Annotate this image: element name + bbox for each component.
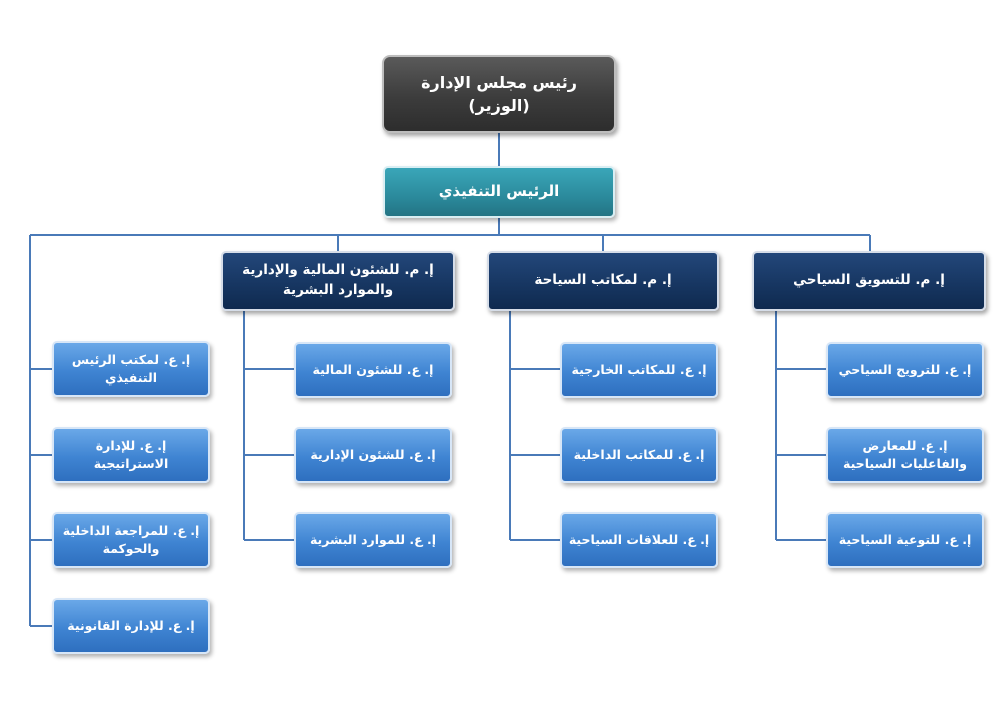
dept-label: إ. ع. للعلاقات السياحية — [568, 531, 710, 547]
dept-label: إ. ع. لمكتب الرئيس التنفيذي — [71, 351, 191, 385]
gm-tourism-marketing: إ. م. للتسويق السياحي — [752, 251, 986, 311]
dept-label: إ. ع. للتوعية السياحية — [838, 531, 972, 547]
board-subtitle: (الوزير) — [468, 96, 530, 115]
gm-label: إ. م. للشئون المالية والإدارية والموارد … — [242, 262, 434, 298]
dept-label: إ. ع. للإدارة القانونية — [67, 617, 195, 633]
dept-label: إ. ع. للمعارض والفاعليات السياحية — [843, 437, 967, 471]
dept-promotion: إ. ع. للترويج السياحي — [826, 342, 984, 398]
dept-ceo-office: إ. ع. لمكتب الرئيس التنفيذي — [52, 341, 210, 397]
gm-tourism-offices: إ. م. لمكاتب السياحة — [487, 251, 719, 311]
dept-external-offices: إ. ع. للمكاتب الخارجية — [560, 342, 718, 398]
dept-label: إ. ع. للشئون المالية — [312, 361, 434, 377]
gm-label: إ. م. للتسويق السياحي — [793, 272, 945, 289]
dept-internal-audit: إ. ع. للمراجعة الداخلية والحوكمة — [52, 512, 210, 568]
dept-exhibitions: إ. ع. للمعارض والفاعليات السياحية — [826, 427, 984, 483]
gm-label: إ. م. لمكاتب السياحة — [534, 272, 672, 289]
dept-label: إ. ع. للمكاتب الداخلية — [573, 446, 705, 462]
dept-tourism-relations: إ. ع. للعلاقات السياحية — [560, 512, 718, 568]
dept-financial-affairs: إ. ع. للشئون المالية — [294, 342, 452, 398]
board-title: رئيس مجلس الإدارة — [421, 72, 577, 92]
dept-human-resources: إ. ع. للموارد البشرية — [294, 512, 452, 568]
dept-label: إ. ع. للترويج السياحي — [838, 361, 972, 377]
board-chairman-box: رئيس مجلس الإدارة (الوزير) — [382, 55, 616, 133]
dept-label: إ. ع. للمراجعة الداخلية والحوكمة — [62, 522, 200, 556]
dept-label: إ. ع. للمكاتب الخارجية — [571, 361, 707, 377]
gm-finance-admin-hr: إ. م. للشئون المالية والإدارية والموارد … — [221, 251, 455, 311]
dept-internal-offices: إ. ع. للمكاتب الداخلية — [560, 427, 718, 483]
ceo-title: الرئيس التنفيذي — [438, 182, 560, 201]
ceo-box: الرئيس التنفيذي — [383, 166, 615, 218]
dept-awareness: إ. ع. للتوعية السياحية — [826, 512, 984, 568]
dept-label: إ. ع. للإدارة الاستراتيجية — [93, 437, 169, 471]
dept-legal: إ. ع. للإدارة القانونية — [52, 598, 210, 654]
dept-administrative-affairs: إ. ع. للشئون الإدارية — [294, 427, 452, 483]
dept-label: إ. ع. للموارد البشرية — [309, 531, 437, 547]
dept-label: إ. ع. للشئون الإدارية — [310, 446, 436, 462]
dept-strategic-management: إ. ع. للإدارة الاستراتيجية — [52, 427, 210, 483]
